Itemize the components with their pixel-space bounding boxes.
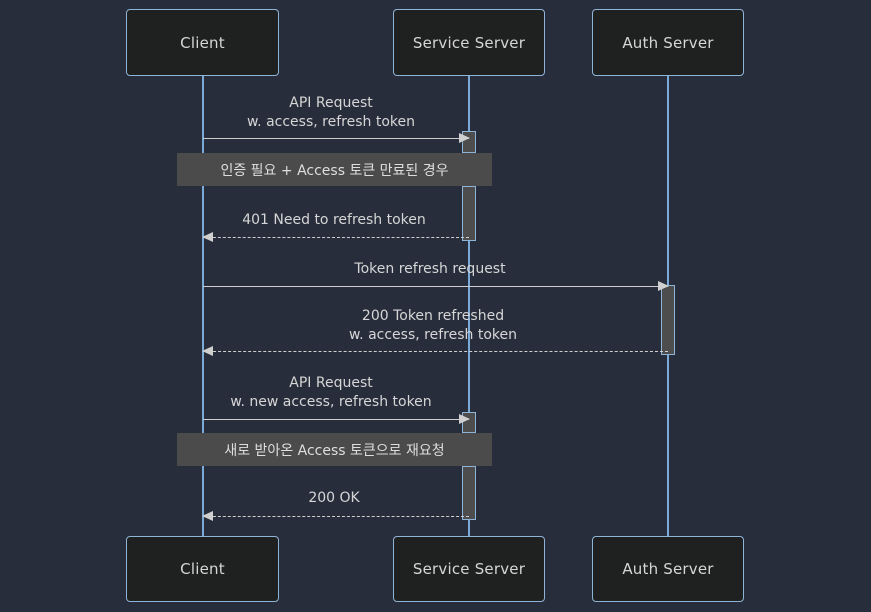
arrowhead-right-icon [459, 414, 470, 424]
message-line [203, 419, 469, 420]
message-line [203, 351, 668, 352]
message-arrow-m2 [202, 232, 469, 242]
message-arrow-m3 [203, 281, 669, 291]
participant-label: Service Server [412, 33, 526, 52]
participant-label: Service Server [412, 560, 526, 578]
message-arrow-m1 [203, 133, 470, 143]
message-arrow-m6 [202, 511, 469, 521]
participant-auth-server-top[interactable]: Auth Server [592, 9, 744, 76]
message-label-m5-line2: w. new access, refresh token [230, 394, 432, 410]
participant-label: Auth Server [622, 33, 714, 52]
participant-client-top[interactable]: Client [126, 9, 279, 76]
participant-label: Auth Server [622, 560, 714, 578]
participant-auth-server-bottom[interactable]: Auth Server [592, 536, 744, 602]
arrowhead-right-icon [459, 133, 470, 143]
message-line [203, 138, 469, 139]
activation-auth-server-1 [661, 285, 675, 355]
message-label-m4-line2: w. access, refresh token [349, 327, 517, 343]
note-label: 인증 필요 + Access 토큰 만료된 경우 [220, 162, 449, 179]
activation-service-server-2c [462, 466, 476, 520]
message-label-m4-line1: 200 Token refreshed [361, 308, 505, 324]
message-line [203, 516, 469, 517]
message-label-m3-line1: Token refresh request [354, 261, 506, 277]
message-line [203, 286, 668, 287]
participant-client-bottom[interactable]: Client [126, 536, 279, 602]
participant-service-server-bottom[interactable]: Service Server [393, 536, 545, 602]
participant-label: Client [180, 560, 225, 578]
note-box-n2: 새로 받아온 Access 토큰으로 재요청 [177, 433, 492, 466]
message-label-m2-line1: 401 Need to refresh token [242, 212, 426, 228]
arrowhead-right-icon [658, 281, 669, 291]
participant-service-server-top[interactable]: Service Server [393, 9, 545, 76]
message-label-m6-line1: 200 OK [308, 490, 360, 506]
arrowhead-left-icon [202, 511, 213, 521]
arrowhead-left-icon [202, 346, 213, 356]
message-arrow-m4 [202, 346, 668, 356]
message-arrow-m5 [203, 414, 470, 424]
activation-service-server-1c [462, 186, 476, 241]
message-label-m1-line2: w. access, refresh token [247, 114, 415, 130]
participant-label: Client [180, 33, 225, 52]
note-box-n1: 인증 필요 + Access 토큰 만료된 경우 [177, 153, 492, 186]
message-label-m5-line1: API Request [289, 375, 373, 391]
lifeline-client [202, 76, 204, 536]
lifeline-service-server [468, 76, 470, 536]
note-label: 새로 받아온 Access 토큰으로 재요청 [224, 442, 445, 459]
message-label-m1-line1: API Request [289, 95, 373, 111]
message-line [203, 237, 469, 238]
arrowhead-left-icon [202, 232, 213, 242]
